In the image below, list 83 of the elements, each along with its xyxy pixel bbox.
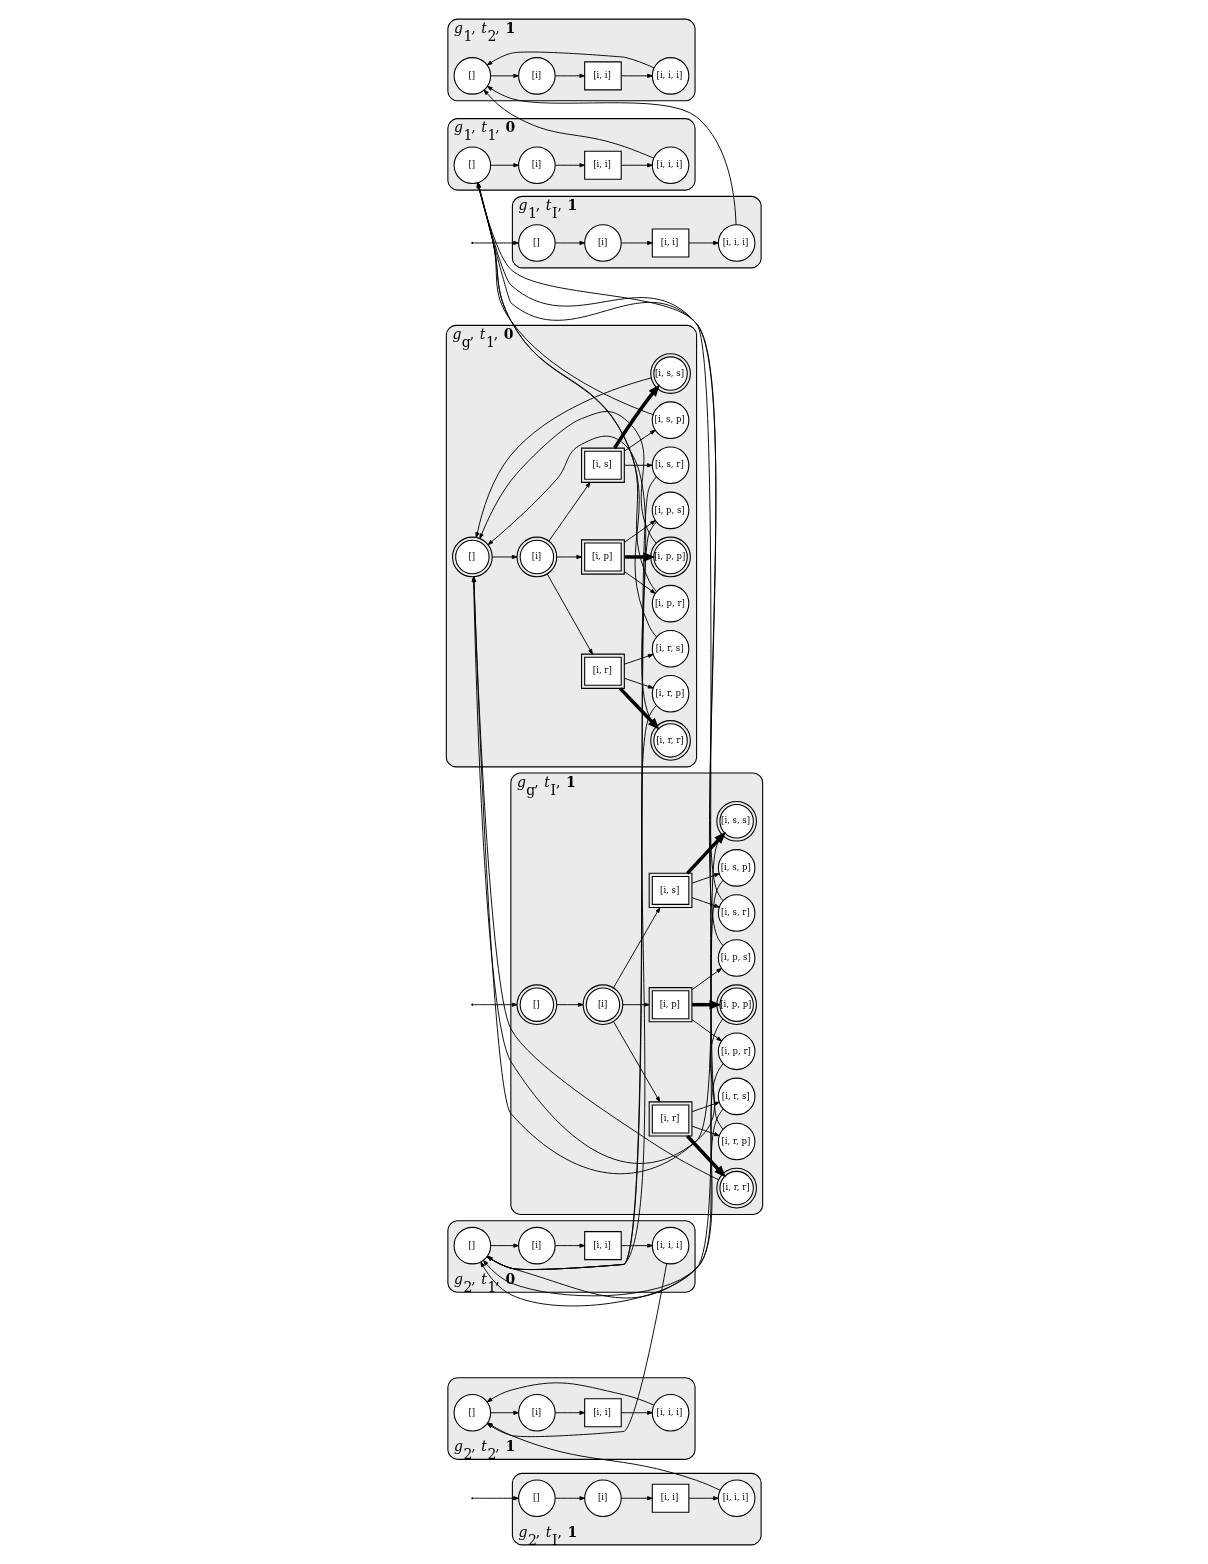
- arrow: [486, 86, 736, 226]
- arrow: [620, 73, 653, 78]
- node-circle: [i, r, p]: [651, 674, 689, 713]
- arrow: [685, 831, 726, 875]
- arrow: [486, 1108, 724, 1299]
- arrow: [624, 552, 655, 562]
- arrow: [685, 1134, 726, 1178]
- node-circle: [i, i, i]: [717, 224, 755, 262]
- arrow: [691, 873, 720, 884]
- arrow: [623, 571, 656, 594]
- node-circle: [i, i, i]: [651, 1226, 689, 1265]
- arrow: [483, 89, 654, 159]
- node-circle: [i, i, i]: [651, 146, 689, 185]
- node-circle: [i, s, p]: [717, 849, 755, 887]
- node-box: [i, i]: [583, 61, 622, 91]
- arrow: [478, 411, 657, 544]
- arrow: [554, 73, 585, 78]
- node-circle: [i, s, r]: [651, 446, 689, 485]
- arrow: [612, 907, 660, 989]
- arrow: [620, 1243, 653, 1248]
- arrow: [623, 463, 653, 468]
- arrow: [688, 1496, 719, 1501]
- arrow: [489, 1410, 519, 1415]
- node-circle: [i, s, r]: [717, 894, 755, 932]
- arrow: [691, 999, 721, 1010]
- arrow: [618, 687, 660, 730]
- node-box: [i, i]: [583, 1231, 622, 1261]
- arrow: [489, 163, 519, 168]
- node-circle: [i]: [517, 1226, 556, 1265]
- arrow: [474, 377, 651, 538]
- arrow: [556, 554, 582, 560]
- arrow: [472, 240, 519, 246]
- arrow: [620, 1410, 653, 1415]
- node-circle: [i]: [583, 224, 622, 262]
- arrow: [612, 384, 660, 449]
- node-circle: [i, i, i]: [717, 1479, 755, 1518]
- arrow: [547, 482, 590, 542]
- node-circle: [i]: [517, 57, 556, 95]
- arrow: [486, 51, 654, 69]
- node-circle: [i, r, p]: [717, 1122, 755, 1161]
- arrow: [482, 1063, 724, 1297]
- node-circle: [i]: [583, 1479, 622, 1518]
- arrow: [620, 240, 653, 246]
- node-circle: [i, i, i]: [651, 1393, 689, 1432]
- arrow: [486, 1382, 654, 1406]
- arrow: [489, 1243, 519, 1248]
- arrow: [688, 240, 719, 246]
- arrow: [554, 1410, 585, 1415]
- arrow: [554, 163, 585, 168]
- node-circle: [i, r, s]: [651, 629, 689, 668]
- arrow: [546, 573, 593, 655]
- node-circle: []: [453, 146, 491, 185]
- arrow: [691, 1019, 722, 1042]
- node-circle: [i, i, i]: [651, 57, 689, 95]
- arrow: [623, 520, 656, 543]
- arrow: [612, 1021, 660, 1103]
- arrow: [489, 73, 519, 78]
- arrow: [476, 182, 653, 416]
- node-box: [i, i]: [583, 1398, 622, 1428]
- arrow: [623, 677, 653, 689]
- arrow: [691, 897, 720, 908]
- arrow: [620, 1496, 653, 1501]
- arrow: [554, 240, 585, 246]
- node-circle: [i]: [517, 146, 556, 185]
- node-box: [i, i]: [651, 1483, 689, 1513]
- node-circle: []: [517, 1479, 556, 1518]
- arrow: [621, 1002, 650, 1007]
- arrow: [491, 554, 517, 560]
- arrow: [472, 1496, 519, 1501]
- arrow: [623, 653, 653, 665]
- node-box: [i, i]: [583, 150, 622, 180]
- node-circle: []: [517, 224, 556, 262]
- node-box: [i, i]: [651, 228, 689, 258]
- arrow: [472, 1002, 517, 1007]
- arrow: [620, 163, 653, 168]
- arrow: [554, 1496, 585, 1501]
- node-circle: [i]: [517, 1393, 556, 1432]
- arrow: [691, 968, 722, 991]
- arrow: [623, 429, 656, 452]
- arrow: [554, 1243, 585, 1248]
- arrow: [691, 1125, 720, 1137]
- node-circle: [i, r, s]: [717, 1077, 755, 1116]
- arrow: [556, 1002, 583, 1007]
